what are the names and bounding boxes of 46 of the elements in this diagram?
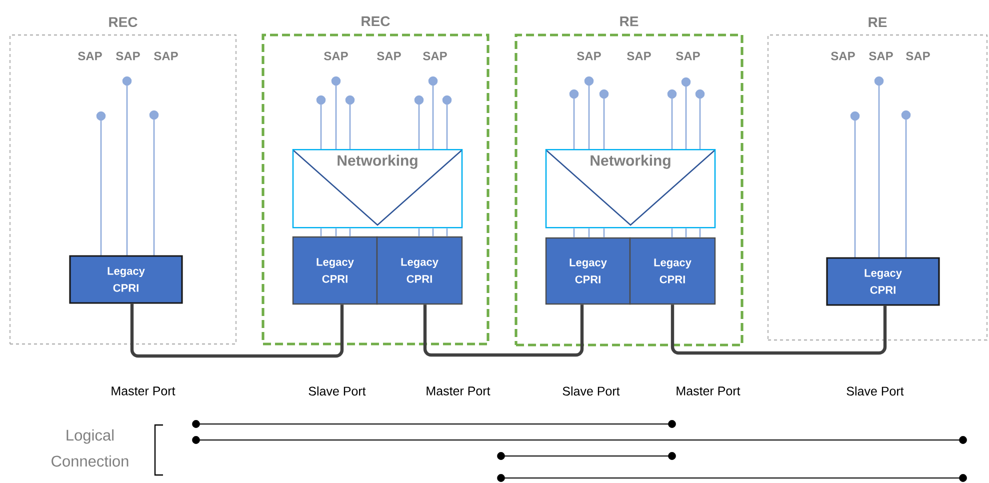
connector-line bbox=[418, 228, 420, 236]
networking-box: Networking bbox=[545, 149, 716, 228]
sap-label: SAP bbox=[116, 52, 140, 60]
sap-label: SAP bbox=[324, 52, 348, 60]
sap-label: SAP bbox=[154, 52, 178, 60]
sap-label: SAP bbox=[831, 52, 855, 60]
connector-line bbox=[335, 228, 337, 236]
sap-label: SAP bbox=[377, 52, 401, 60]
port-label: Slave Port bbox=[308, 386, 366, 396]
connector-line bbox=[685, 228, 687, 238]
connector-line bbox=[320, 228, 322, 236]
connector-line bbox=[432, 228, 434, 236]
connector-line bbox=[573, 228, 575, 238]
port-label: Master Port bbox=[426, 386, 490, 396]
port-label: Master Port bbox=[112, 386, 176, 396]
cable bbox=[670, 304, 887, 355]
cable bbox=[423, 304, 584, 357]
cpri-box: Legacy CPRI bbox=[292, 236, 378, 305]
sap-label: SAP bbox=[577, 52, 601, 60]
port-label: Slave Port bbox=[562, 386, 620, 396]
node-label: REC bbox=[362, 16, 390, 26]
networking-box: Networking bbox=[292, 149, 463, 228]
sap-label: SAP bbox=[676, 52, 700, 60]
connector-line bbox=[446, 228, 448, 236]
node-label: REC bbox=[109, 17, 138, 28]
side-label: Logical Connection bbox=[52, 429, 128, 467]
cpri-box: Legacy CPRI bbox=[545, 237, 631, 305]
sap-label: SAP bbox=[423, 52, 447, 60]
node-label: RE bbox=[868, 17, 887, 28]
cable bbox=[130, 304, 344, 358]
sap-label: SAP bbox=[627, 52, 651, 60]
port-label: Master Port bbox=[676, 386, 740, 396]
connector-line bbox=[588, 228, 590, 238]
node-label: RE bbox=[620, 16, 638, 26]
sap-label: SAP bbox=[906, 52, 930, 60]
cpri-box: Legacy CPRI bbox=[629, 237, 716, 305]
sap-label: SAP bbox=[78, 52, 102, 60]
connector-line bbox=[671, 228, 673, 238]
cpri-box: Legacy CPRI bbox=[376, 236, 463, 305]
connector-line bbox=[699, 228, 701, 238]
sap-label: SAP bbox=[869, 52, 893, 60]
cpri-box: Legacy CPRI bbox=[826, 257, 940, 306]
cpri-box: Legacy CPRI bbox=[69, 255, 183, 304]
port-label: Slave Port bbox=[846, 386, 904, 396]
connector-line bbox=[349, 228, 351, 236]
connector-line bbox=[603, 228, 605, 238]
